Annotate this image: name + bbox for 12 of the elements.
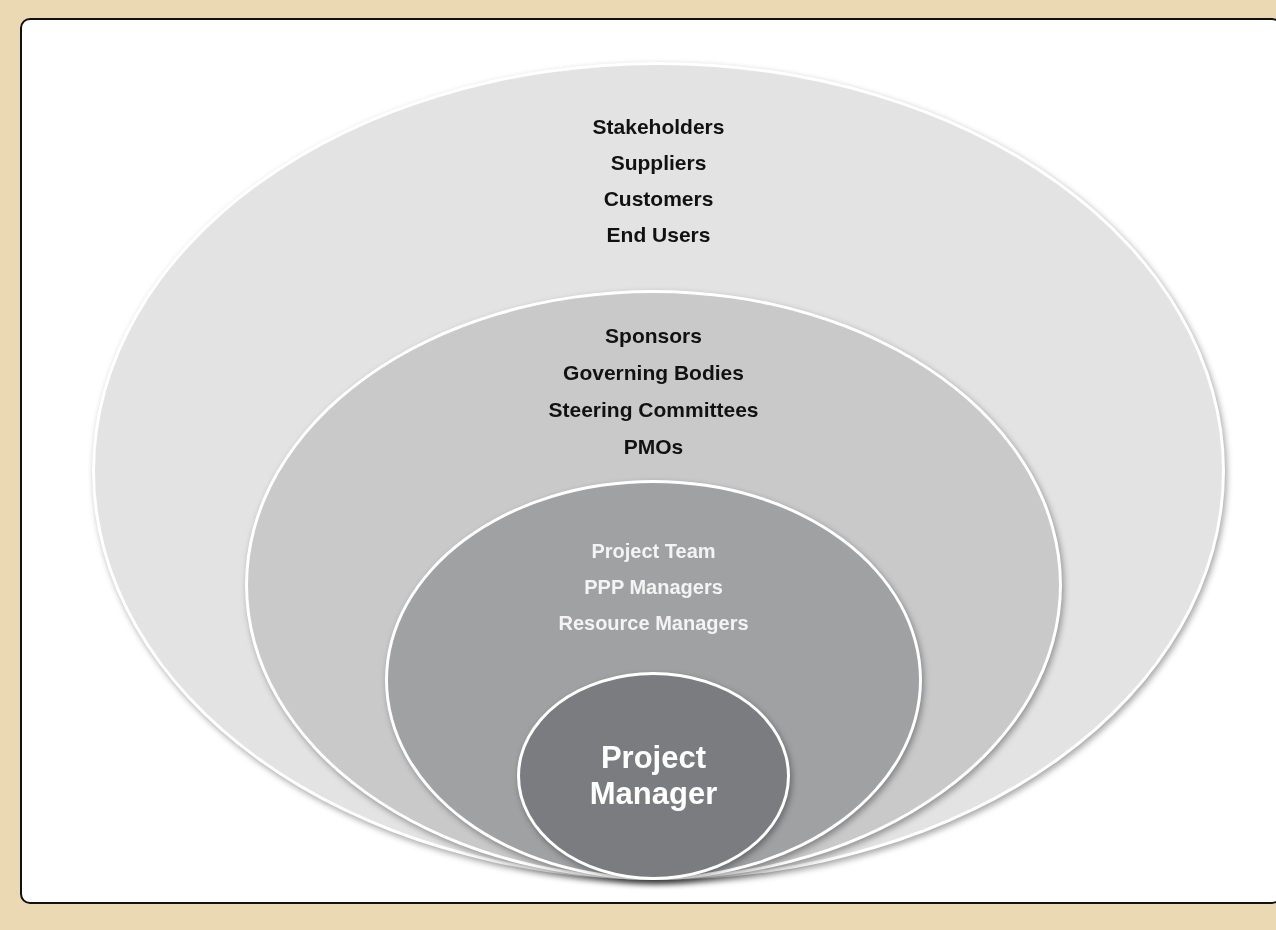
node-label: Steering Committees: [548, 397, 759, 423]
node-label: End Users: [606, 222, 711, 248]
node-label: Customers: [603, 186, 714, 212]
node-label: Governing Bodies: [563, 360, 744, 386]
node-label: PMOs: [623, 434, 684, 460]
node-label: Sponsors: [605, 323, 702, 349]
node-label: Resource Managers: [558, 611, 749, 636]
node-label: Project Team: [591, 539, 716, 564]
node-label: Suppliers: [610, 150, 707, 176]
node-label: Stakeholders: [592, 114, 725, 140]
node-label: PPP Managers: [584, 575, 723, 600]
node-label: Project Manager: [588, 739, 719, 813]
